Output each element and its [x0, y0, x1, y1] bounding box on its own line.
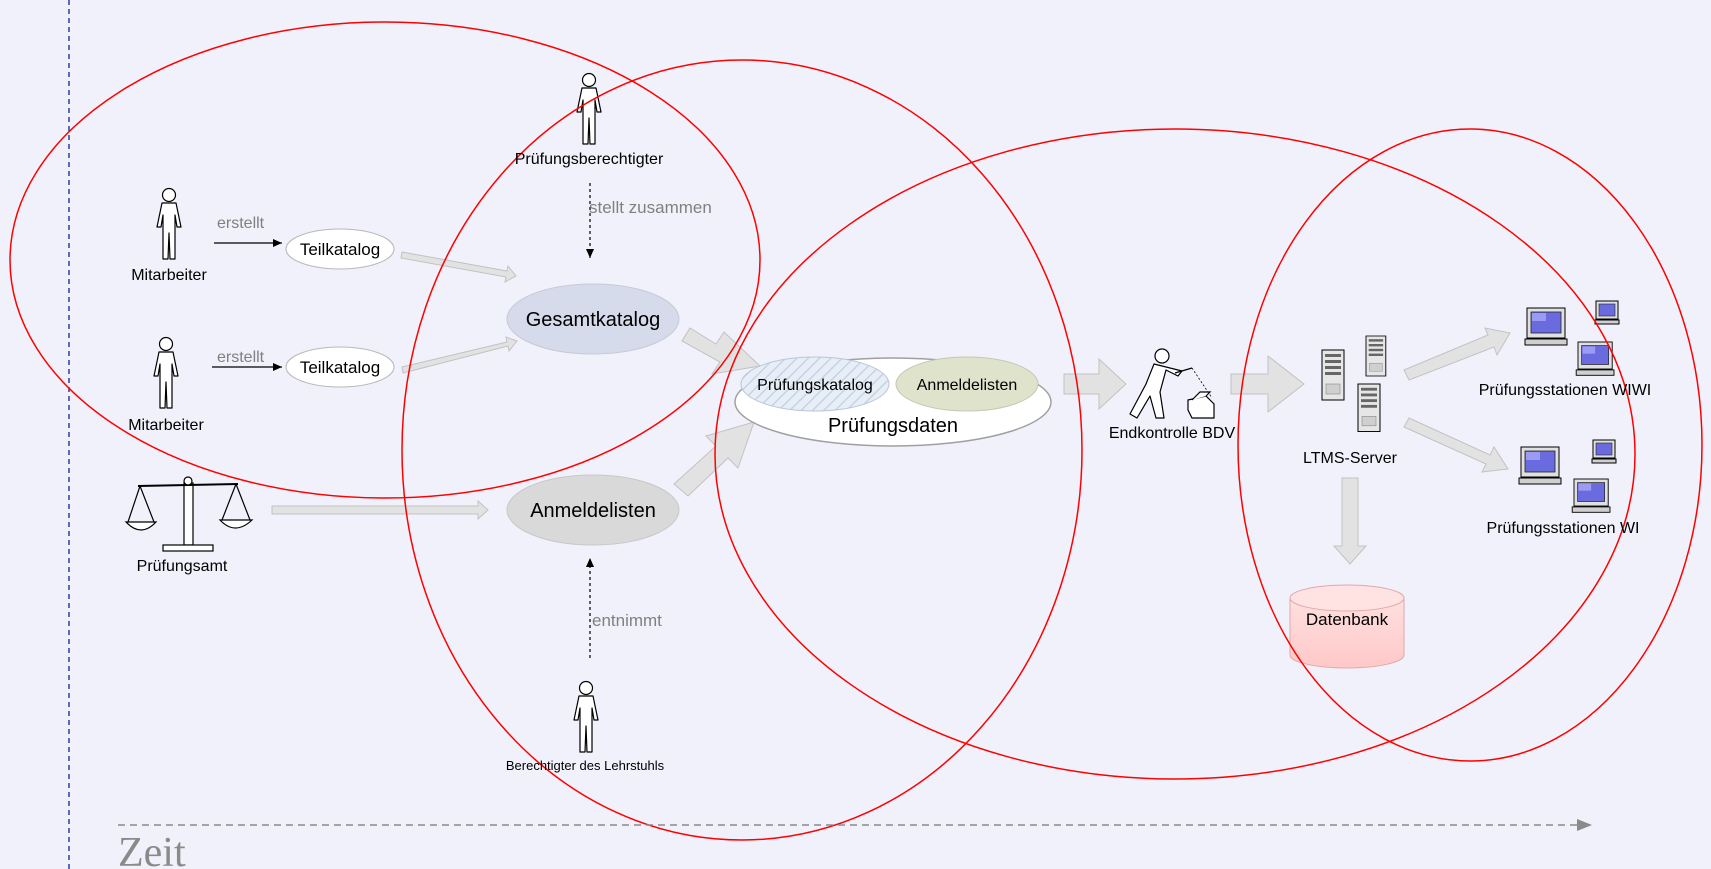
label-erstellt-1: erstellt: [217, 215, 265, 232]
label-mitarbeiter-1: Mitarbeiter: [131, 267, 207, 284]
phase-circle-3: [714, 128, 1636, 780]
labels: Mitarbeiter Mitarbeiter Prüfungsberechti…: [118, 151, 1651, 869]
phase-circle-2: [401, 59, 1083, 841]
phase-circle-1: [9, 21, 761, 499]
arrow-server-to-wiwi: [1403, 327, 1511, 381]
arrow-anmelde-to-daten: [673, 421, 755, 497]
label-teilkatalog-2: Teilkatalog: [300, 358, 380, 377]
label-stations-wiwi: Prüfungsstationen WIWI: [1479, 382, 1652, 399]
label-mitarbeiter-2: Mitarbeiter: [128, 417, 204, 434]
anmeldelisten-inner-node: [895, 356, 1039, 412]
label-stations-wi: Prüfungsstationen WI: [1487, 520, 1640, 537]
label-anmeldelisten-inner: Anmeldelisten: [917, 377, 1018, 394]
inspector-icon: [1129, 348, 1215, 419]
label-ltms-server: LTMS-Server: [1303, 450, 1398, 467]
label-zeit: Zeit: [118, 830, 186, 869]
person-icon-berechtigter-lehrstuhl: [573, 680, 599, 753]
flow-arrows: [271, 251, 1511, 565]
datenbank-cylinder: [1289, 584, 1405, 669]
person-icon-pruefungsberechtigter: [576, 72, 602, 145]
arrow-amt-to-anmeldelisten: [271, 499, 489, 521]
anmeldelisten-node: [506, 474, 680, 546]
arrow-endkontrolle-to-server: [1230, 354, 1305, 414]
label-pruefungsberechtigter: Prüfungsberechtigter: [515, 151, 664, 168]
label-pruefungskatalog: Prüfungskatalog: [757, 377, 873, 394]
label-berechtigter-lehrstuhl: Berechtigter des Lehrstuhls: [506, 758, 665, 773]
arrow-teilkatalog2-to-gesamt: [401, 336, 518, 374]
person-icon-mitarbeiter-1: [156, 187, 182, 260]
arrow-teilkatalog1-to-gesamt: [400, 251, 517, 283]
gesamtkatalog-node: [506, 283, 680, 355]
label-teilkatalog-1: Teilkatalog: [300, 240, 380, 259]
label-erstellt-2: erstellt: [217, 349, 265, 366]
arrow-server-to-wi: [1403, 417, 1509, 473]
label-entnimmt: entnimmt: [592, 611, 662, 630]
label-pruefungsamt: Prüfungsamt: [137, 558, 228, 575]
phase-circles: [9, 21, 1703, 841]
teilkatalog-node-2: [285, 346, 395, 388]
arrow-server-to-datenbank: [1332, 477, 1368, 565]
label-endkontrolle: Endkontrolle BDV: [1109, 425, 1236, 442]
label-datenbank: Datenbank: [1306, 610, 1389, 629]
label-anmeldelisten: Anmeldelisten: [530, 500, 656, 522]
label-stellt-zusammen: stellt zusammen: [589, 198, 712, 217]
server-icon: [1321, 335, 1387, 432]
arrow-gesamt-to-daten: [681, 327, 762, 375]
person-icon-mitarbeiter-2: [153, 336, 179, 409]
label-gesamtkatalog: Gesamtkatalog: [526, 309, 661, 331]
erstellt-arrows: [212, 183, 594, 658]
arrow-daten-to-endkontrolle: [1063, 357, 1127, 411]
pruefungskatalog-node: [740, 356, 890, 412]
workstation-icon-wi: [1518, 439, 1617, 513]
scale-icon: [124, 476, 254, 552]
label-pruefungsdaten: Prüfungsdaten: [828, 415, 958, 437]
teilkatalog-node-1: [285, 228, 395, 270]
phase-circle-4: [1237, 128, 1703, 762]
